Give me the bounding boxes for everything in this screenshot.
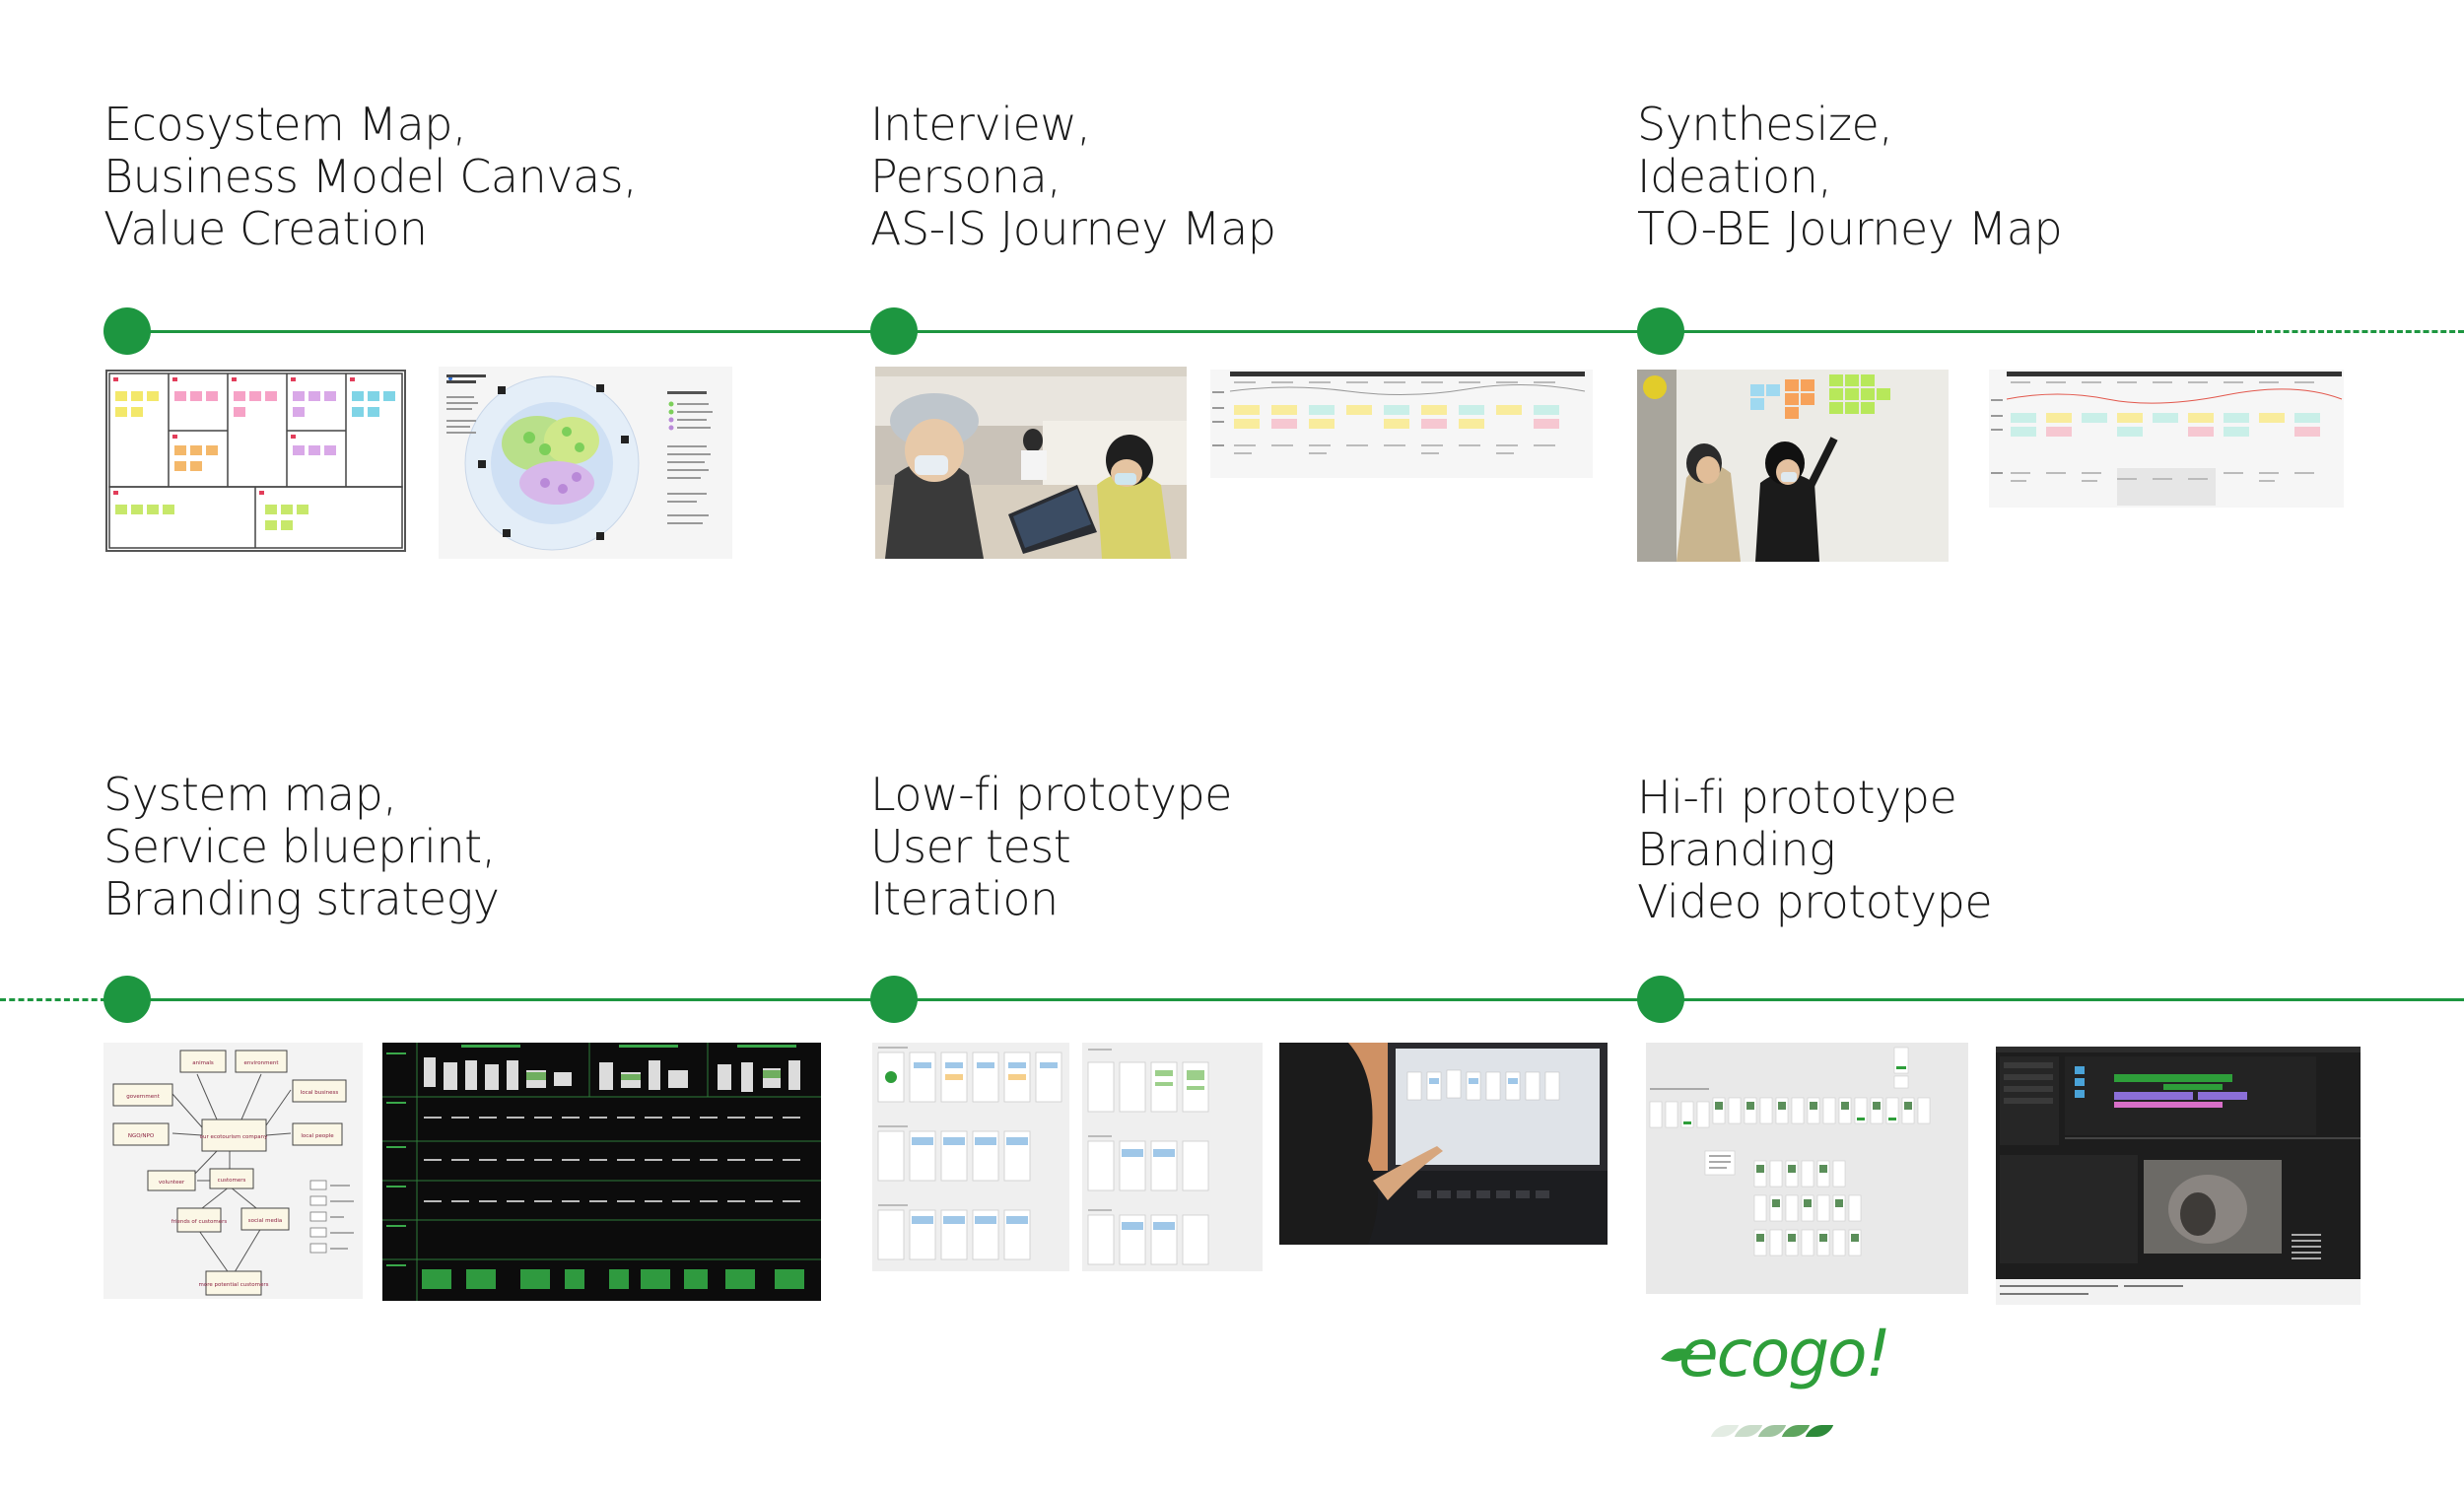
to-be-journey-map-thumbnail xyxy=(1989,370,2344,508)
logo-wordmark: ecogo! xyxy=(1678,1316,1891,1391)
stage-title-research: Ecosystem Map, Business Model Canvas, Va… xyxy=(103,98,638,255)
system-map-thumbnail: animals environment government local bus… xyxy=(103,1043,363,1299)
stage-line: Iteration xyxy=(870,872,1059,925)
timeline-dot xyxy=(1637,307,1684,355)
stage-line: Video prototype xyxy=(1637,875,1993,928)
stage-line: User test xyxy=(870,820,1071,873)
timeline-dot xyxy=(103,307,151,355)
system-map-node: local people xyxy=(301,1133,334,1139)
timeline-dot xyxy=(1637,976,1684,1023)
system-map-node: friends of customers xyxy=(171,1219,228,1225)
system-map-node: more potential customers xyxy=(199,1282,269,1288)
stage-line: Low-fi prototype xyxy=(870,768,1232,821)
stage-title-low-fi: Low-fi prototype User test Iteration xyxy=(870,769,1232,925)
leaf-icon xyxy=(1805,1425,1834,1437)
low-fi-iteration-thumbnail xyxy=(1082,1043,1263,1271)
stage-title-synthesize: Synthesize, Ideation, TO-BE Journey Map xyxy=(1637,98,2063,255)
timeline-bottom xyxy=(106,998,2464,1001)
stage-line: Synthesize, xyxy=(1637,98,1893,151)
timeline-top-continuation xyxy=(2257,330,2464,333)
business-model-canvas-thumbnail xyxy=(105,370,406,552)
ecosystem-map-thumbnail xyxy=(439,367,732,559)
stage-line: Persona, xyxy=(870,150,1061,203)
system-map-node: volunteer xyxy=(159,1180,185,1186)
ecogo-logo: ecogo! xyxy=(1659,1316,1891,1394)
system-map-node: environment xyxy=(243,1060,279,1066)
stage-line: AS-IS Journey Map xyxy=(870,202,1276,255)
as-is-journey-map-thumbnail xyxy=(1210,370,1593,478)
system-map-node: NGO/NPO xyxy=(128,1133,155,1139)
system-map-node: social media xyxy=(248,1218,283,1224)
logo-leaf-row xyxy=(1710,1423,1834,1439)
stage-title-hi-fi: Hi-fi prototype Branding Video prototype xyxy=(1637,771,1993,928)
system-map-node: government xyxy=(126,1094,160,1100)
timeline-dot xyxy=(870,307,918,355)
ideation-wall-photo xyxy=(1637,370,1949,562)
stage-line: Service blueprint, xyxy=(103,820,496,873)
timeline-top xyxy=(126,330,2255,333)
stage-line: Ideation, xyxy=(1637,150,1832,203)
system-map-node: customers xyxy=(218,1178,246,1184)
interview-photo xyxy=(875,367,1187,559)
low-fi-wireframes-thumbnail xyxy=(872,1043,1069,1271)
stage-line: System map, xyxy=(103,768,397,821)
timeline-dot xyxy=(103,976,151,1023)
stage-line: Interview, xyxy=(870,98,1091,151)
stage-line: Branding xyxy=(1637,823,1836,876)
timeline-dot xyxy=(870,976,918,1023)
stage-line: Branding strategy xyxy=(103,872,500,925)
stage-line: Business Model Canvas, xyxy=(103,150,638,203)
system-map-node: our ecotourism company xyxy=(200,1134,268,1140)
user-test-photo xyxy=(1279,1043,1608,1245)
system-map-node: local business xyxy=(301,1090,339,1096)
stage-line: TO-BE Journey Map xyxy=(1637,202,2063,255)
timeline-bottom-lead-in xyxy=(0,998,106,1001)
system-map-node: animals xyxy=(192,1060,214,1066)
stage-line: Hi-fi prototype xyxy=(1637,771,1957,824)
service-blueprint-thumbnail xyxy=(382,1043,821,1301)
hi-fi-prototype-board-thumbnail xyxy=(1646,1043,1968,1294)
video-prototype-editor-thumbnail xyxy=(1996,1047,2361,1305)
stage-title-interview: Interview, Persona, AS-IS Journey Map xyxy=(870,99,1276,255)
leaf-icon xyxy=(1661,1348,1694,1362)
stage-line: Ecosystem Map, xyxy=(103,98,467,151)
stage-title-system-map: System map, Service blueprint, Branding … xyxy=(103,769,500,925)
stage-line: Value Creation xyxy=(103,202,428,255)
